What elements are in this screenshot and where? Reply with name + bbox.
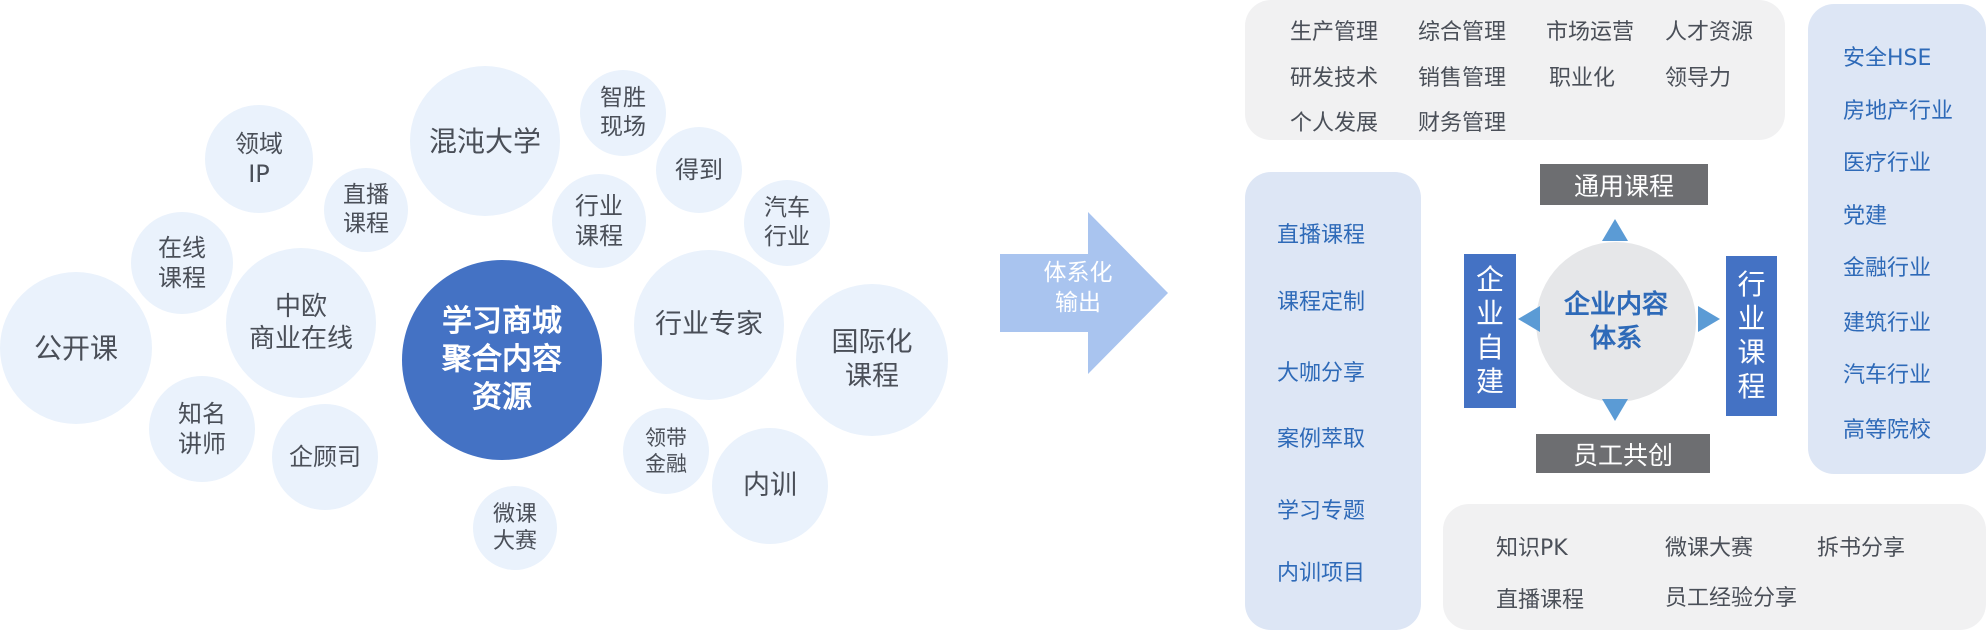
right-panel	[1808, 4, 1986, 474]
bottom-item-5: 员工经验分享	[1665, 586, 1798, 611]
bottom-item-2: 微课大赛	[1665, 536, 1754, 561]
bubble-zaixian-kecheng: 在线 课程	[131, 212, 233, 314]
right-item-6: 建筑行业	[1843, 311, 1932, 336]
bubble-guojihua-kecheng: 国际化 课程	[796, 284, 948, 436]
left-item-3: 大咖分享	[1277, 361, 1366, 386]
left-item-2: 课程定制	[1277, 290, 1366, 315]
top-item-1: 生产管理	[1290, 20, 1379, 45]
top-item-10: 财务管理	[1418, 111, 1507, 136]
hub-center-circle: 企业内容 体系	[1536, 242, 1696, 402]
bottom-panel	[1443, 504, 1986, 630]
top-item-9: 个人发展	[1290, 111, 1379, 136]
top-item-3: 市场运营	[1546, 20, 1635, 45]
top-item-7: 职业化	[1549, 66, 1616, 91]
arrow-label: 体系化 输出	[1043, 260, 1113, 316]
top-item-6: 销售管理	[1418, 66, 1507, 91]
bubble-hangye-zhuanjia: 行业专家	[634, 250, 784, 400]
top-item-4: 人才资源	[1665, 20, 1754, 45]
big-arrow-icon	[1000, 212, 1168, 374]
right-item-5: 金融行业	[1843, 256, 1932, 281]
right-triangle-icon	[1698, 306, 1720, 332]
right-item-4: 党建	[1843, 204, 1888, 229]
left-triangle-icon	[1518, 306, 1540, 332]
bubble-dedao: 得到	[656, 127, 742, 213]
right-item-1: 安全HSE	[1843, 46, 1932, 71]
left-item-6: 内训项目	[1277, 561, 1366, 586]
bubble-gongkaike: 公开课	[0, 272, 152, 424]
bubble-qigusi: 企顾司	[272, 404, 378, 510]
top-item-5: 研发技术	[1290, 66, 1379, 91]
right-item-3: 医疗行业	[1843, 151, 1932, 176]
bubble-neixun: 内训	[712, 428, 828, 544]
bottom-item-3: 拆书分享	[1817, 536, 1906, 561]
bubble-qiche-hangye: 汽车 行业	[744, 180, 830, 266]
left-item-4: 案例萃取	[1277, 427, 1366, 452]
bubble-zhisheng-xianchang: 智胜 现场	[580, 70, 666, 156]
right-item-2: 房地产行业	[1843, 99, 1954, 124]
bubble-hundun-daxue: 混沌大学	[410, 66, 560, 216]
top-item-8: 领导力	[1665, 66, 1732, 91]
left-item-5: 学习专题	[1277, 499, 1366, 524]
bottom-item-1: 知识PK	[1496, 536, 1568, 561]
bubble-zhongou: 中欧 商业在线	[226, 248, 376, 398]
bubble-zhibo-kecheng: 直播 课程	[324, 168, 408, 252]
top-item-2: 综合管理	[1418, 20, 1507, 45]
up-triangle-icon	[1602, 219, 1628, 241]
bubble-weike-dasai: 微课 大赛	[473, 486, 557, 570]
center-bubble: 学习商城 聚合内容 资源	[402, 260, 602, 460]
right-item-7: 汽车行业	[1843, 363, 1932, 388]
hub-bottom-bar: 员工共创	[1536, 434, 1710, 473]
right-item-8: 高等院校	[1843, 418, 1932, 443]
hub-top-bar: 通用课程	[1540, 164, 1708, 205]
top-panel	[1245, 0, 1785, 140]
left-panel	[1245, 172, 1421, 630]
hub-left-bar: 企 业 自 建	[1464, 254, 1516, 408]
bubble-zhiming-jiangshi: 知名 讲师	[149, 376, 255, 482]
bubble-hangye-kecheng: 行业 课程	[552, 174, 646, 268]
down-triangle-icon	[1602, 399, 1628, 421]
bottom-item-4: 直播课程	[1496, 588, 1585, 613]
hub-right-bar: 行 业 课 程	[1726, 256, 1777, 416]
bubble-lingdai-jinrong: 领带 金融	[623, 408, 709, 494]
left-item-1: 直播课程	[1277, 223, 1366, 248]
bubble-lingyu-ip: 领域 IP	[205, 105, 313, 213]
